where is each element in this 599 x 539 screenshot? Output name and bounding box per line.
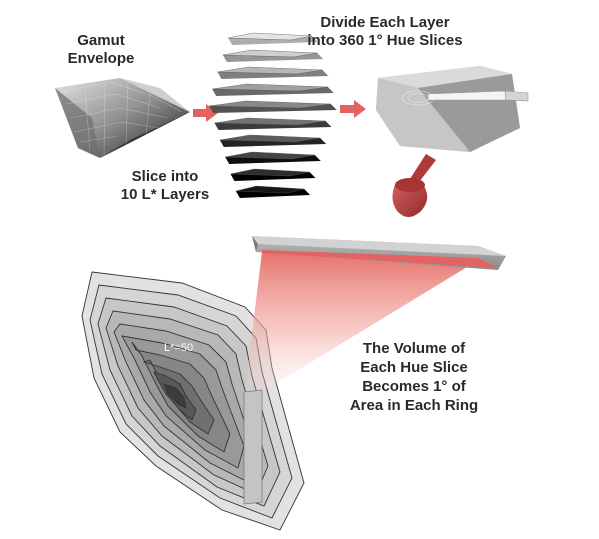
slice-layers-label: Slice into 10 L* Layers — [100, 168, 230, 204]
arrow-icon — [340, 100, 366, 118]
divide-label-line1: Divide Each Layer — [320, 14, 450, 31]
lstar-layer — [225, 151, 321, 164]
gamut-envelope-label: Gamut Envelope — [56, 32, 146, 68]
gamut-envelope-solid — [55, 78, 190, 158]
slice-label-line2: 10 L* Layers — [120, 186, 210, 203]
volume-label-line2: Each Hue Slice — [360, 359, 468, 376]
divide-label-line2: into 360 1° Hue Slices — [307, 32, 463, 49]
lstar-layer — [217, 66, 329, 79]
lstar-ring-label: L*=50 — [164, 342, 194, 354]
lstar-layer-stack — [209, 32, 337, 198]
lstar-layer — [212, 83, 334, 96]
ring-wedge — [243, 389, 263, 505]
lstar-layer — [235, 185, 311, 198]
slice-label-line1: Slice into — [131, 168, 199, 185]
volume-label-line3: Becomes 1° of — [362, 378, 466, 395]
lstar-layer — [228, 32, 318, 45]
lstar-layer — [219, 134, 327, 147]
volume-area-label: The Volume of Each Hue Slice Becomes 1° … — [332, 339, 496, 415]
divide-layer-label: Divide Each Layer into 360 1° Hue Slices — [290, 14, 480, 50]
lstar-layer — [222, 49, 324, 62]
projection-beam — [244, 252, 472, 398]
gamut-label-line2: Envelope — [67, 50, 135, 67]
lstar-layer — [209, 100, 337, 113]
hue-slice-layer — [376, 66, 529, 152]
cone-pointer-icon — [392, 154, 436, 217]
volume-label-line1: The Volume of — [362, 340, 466, 357]
hue-slice-bar — [252, 236, 506, 270]
gamut-label-line1: Gamut — [77, 32, 125, 49]
lstar-layer — [214, 117, 332, 130]
volume-label-line4: Area in Each Ring — [349, 397, 479, 414]
lstar-layer — [230, 168, 316, 181]
